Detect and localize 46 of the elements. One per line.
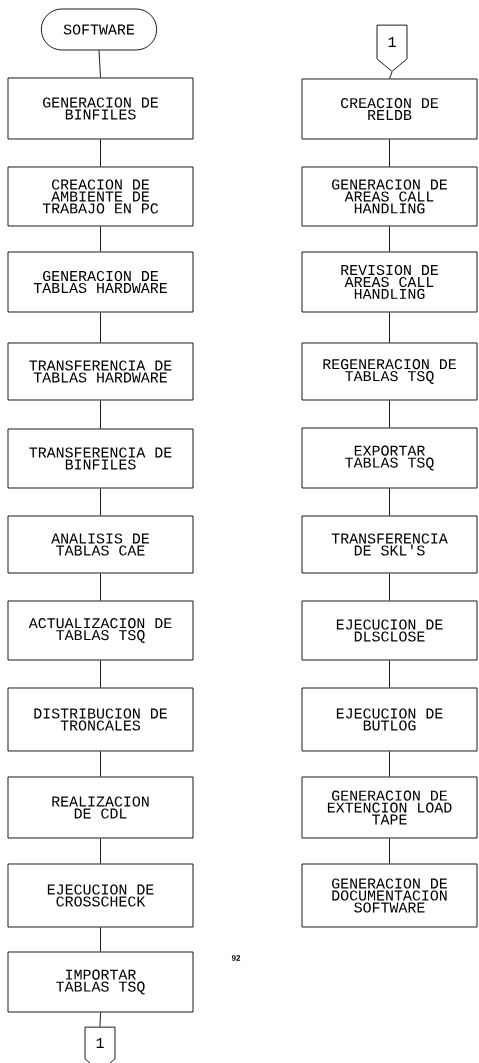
connector-line: [389, 400, 390, 428]
connector-line: [389, 139, 390, 167]
connector-line: [389, 573, 390, 601]
process-box: ACTUALIZACION DE TABLAS TSQ: [7, 600, 194, 661]
offpage-connector: 1: [84, 1026, 116, 1063]
process-box: GENERACION DE TABLAS HARDWARE: [7, 251, 194, 313]
connector-line: [100, 838, 101, 864]
process-box: TRANSFERENCIA DE BINFILES: [7, 428, 194, 489]
connector-line: [389, 71, 393, 79]
connector-line: [99, 1012, 101, 1028]
process-box: REGENERACION DE TABLAS TSQ: [301, 342, 478, 401]
connector-line: [389, 838, 390, 864]
connector-line: [100, 400, 101, 429]
connector-line: [100, 927, 101, 952]
connector-line: [389, 226, 390, 252]
offpage-connector: 1: [376, 24, 408, 72]
process-box: ANALISIS DE TABLAS CAE: [7, 515, 194, 574]
connector-line: [100, 488, 101, 516]
process-box: IMPORTAR TABLAS TSQ: [7, 951, 194, 1013]
process-box: REVISION DE AREAS CALL HANDLING: [301, 251, 478, 313]
connector-line: [100, 660, 101, 688]
process-box: CREACION DE AMBIENTE DE TRABAJO EN PC: [7, 166, 194, 227]
process-box: TRANSFERENCIA DE TABLAS HARDWARE: [7, 342, 194, 401]
connector-line: [389, 312, 390, 343]
process-box: REALIZACION DE CDL: [7, 776, 194, 839]
process-box: CREACION DE RELDB: [301, 78, 478, 140]
connector-line: [100, 312, 101, 343]
connector-line: [389, 751, 390, 777]
connector-line: [100, 226, 101, 252]
connector-line: [98, 50, 101, 78]
process-box: GENERACION DE DOCUMENTACION SOFTWARE: [301, 863, 478, 928]
process-box: GENERACION DE AREAS CALL HANDLING: [301, 166, 478, 227]
process-box: TRANSFERENCIA DE SKL'S: [301, 515, 478, 574]
connector-line: [389, 660, 390, 688]
process-box: GENERACION DE EXTENCION LOAD TAPE: [301, 776, 478, 839]
process-box: EJECUCION DE BUTLOG: [301, 687, 478, 752]
process-box: GENERACION DE BINFILES: [7, 77, 194, 140]
process-box: EJECUCION DE DLSCLOSE: [301, 600, 478, 661]
process-box: DISTRIBUCION DE TRONCALES: [7, 687, 194, 752]
start-terminator: SOFTWARE: [40, 8, 158, 51]
process-box: EJECUCION DE CROSSCHECK: [7, 863, 194, 928]
connector-line: [100, 573, 101, 601]
process-box: EXPORTAR TABLAS TSQ: [301, 427, 478, 489]
connector-line: [389, 488, 390, 516]
connector-line: [100, 139, 101, 167]
connector-line: [100, 751, 101, 777]
